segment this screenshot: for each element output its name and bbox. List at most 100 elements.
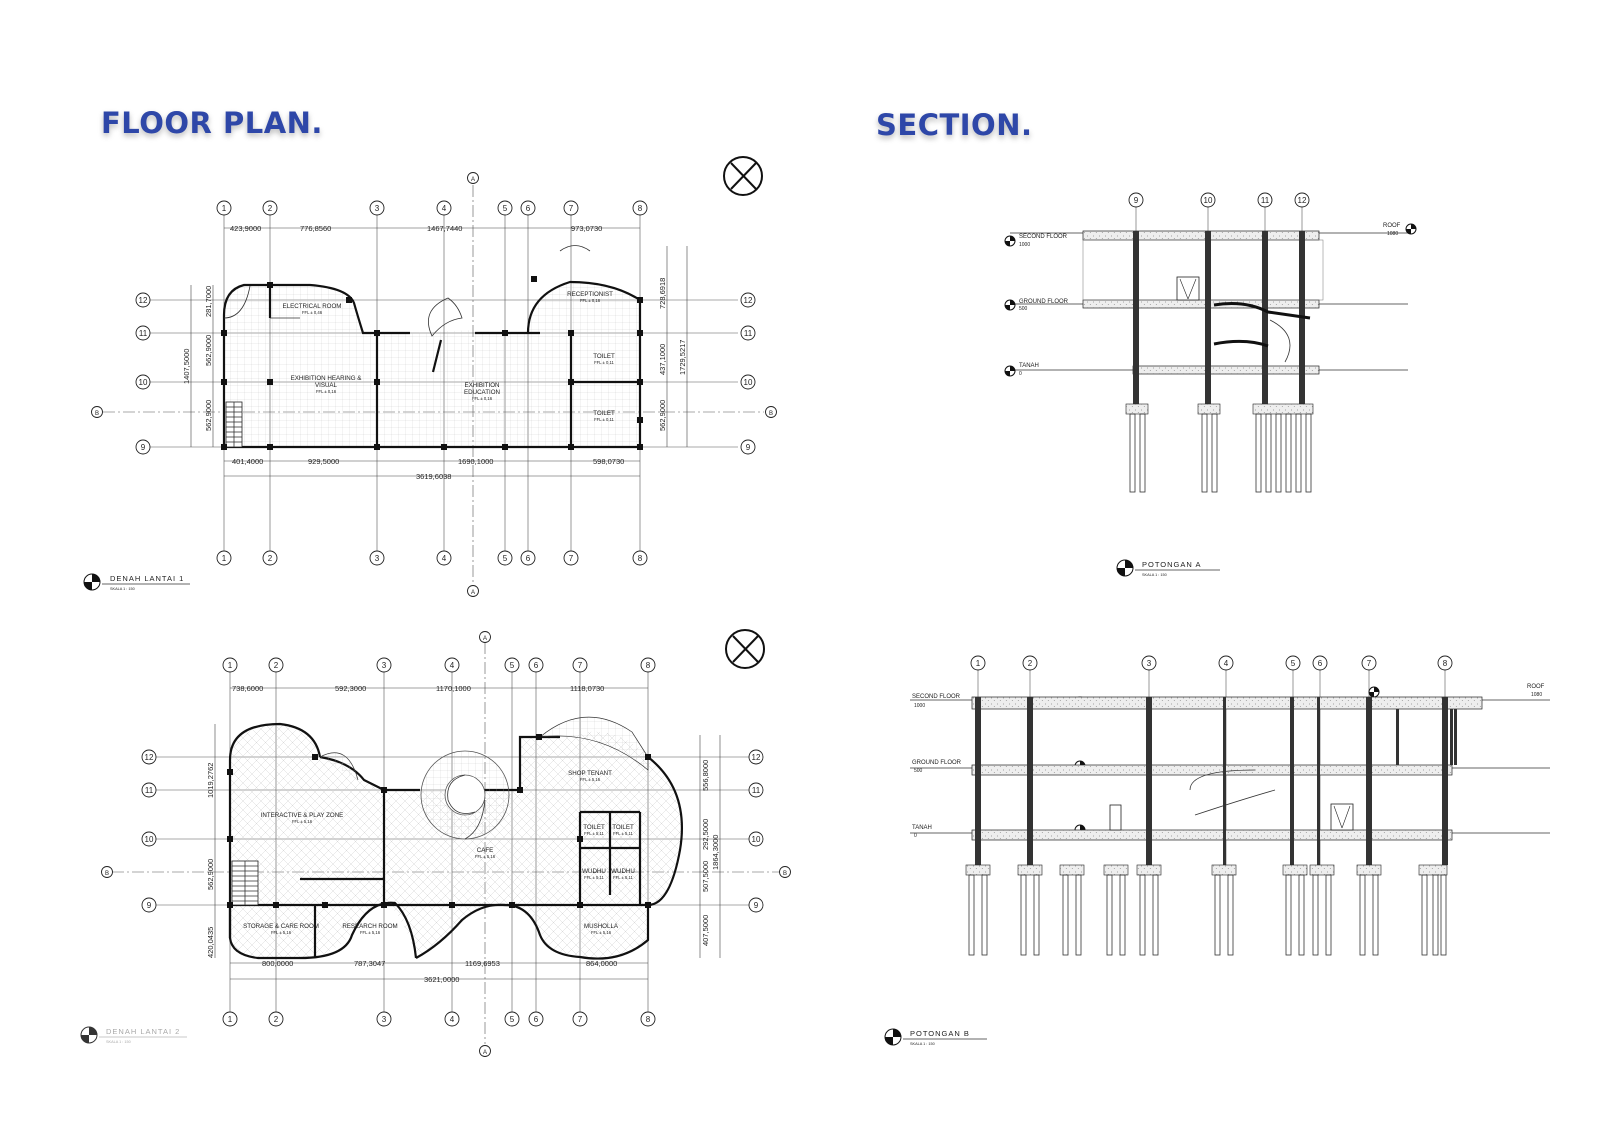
level-value: 1000 [1019, 242, 1030, 248]
room-ffl: FFL ± 5,16 [292, 819, 313, 824]
grid-bubble: 3 [1147, 659, 1152, 668]
level-label: GROUND FLOOR [1019, 299, 1069, 305]
grid-bubble: 1 [228, 661, 233, 670]
grid-bubble: 10 [1204, 196, 1213, 205]
north-arrow-icon [723, 156, 763, 196]
level-label: TANAH [1019, 363, 1039, 369]
room-label: WUDHU [611, 868, 635, 875]
grid-bubble: 8 [638, 204, 643, 213]
room-ffl: FFL ± 5,11 [613, 831, 633, 836]
section-a: 9 10 11 12 SECOND FLOOR 1000 GROUND FLOO… [1004, 192, 1417, 577]
grid-bubble: 4 [450, 1015, 455, 1024]
drawing-scale: SKALA 1 : 150 [1142, 573, 1167, 577]
section-b: 1 2 3 4 5 6 7 8 SECOND FLOOR 1000 GROUND… [884, 655, 1550, 1046]
dim-bottom: 1690,1000 [458, 457, 493, 466]
section-marker: B [769, 411, 773, 417]
grid-bubble: 1 [228, 1015, 233, 1024]
room-label: TOILET [612, 824, 634, 831]
grid-bubble: 4 [442, 554, 447, 563]
room-ffl: FFL ± 0,11 [594, 360, 614, 365]
room-label: CAFE [477, 847, 494, 854]
plan1-stair [225, 401, 243, 448]
grid-bubble: 4 [442, 204, 447, 213]
plan2-grid-bubbles: 1 2 3 4 5 6 7 8 1 2 3 4 5 6 7 8 12 11 10… [101, 631, 791, 1057]
grid-bubble: 11 [744, 329, 753, 338]
room-ffl: FFL ± 5,16 [271, 930, 292, 935]
grid-bubble: 3 [382, 661, 387, 670]
grid-bubble: 12 [752, 753, 761, 762]
grid-bubble: 8 [1443, 659, 1448, 668]
section-a-structure [1082, 230, 1324, 493]
grid-bubble: 2 [1028, 659, 1033, 668]
room-label: STORAGE & CARE ROOM [243, 923, 319, 930]
grid-bubble: 9 [754, 901, 759, 910]
dim-right: 437,1000 [658, 344, 667, 375]
section-b-structure [965, 696, 1483, 956]
dim-top: 776,8560 [300, 224, 331, 233]
room-ffl: FFL ± 0,16 [472, 396, 493, 401]
grid-bubble: 11 [1261, 196, 1270, 205]
plan1-dimensions: 423,9000 776,8560 1467,7440 973,0730 401… [182, 224, 688, 481]
section-marker: B [105, 871, 109, 877]
drawing-title: POTONGAN B [910, 1029, 970, 1038]
room-label: RESEARCH ROOM [342, 923, 397, 930]
grid-bubble: 1 [222, 204, 227, 213]
section-marker: B [95, 411, 99, 417]
grid-bubble: 11 [752, 786, 761, 795]
grid-bubble: 10 [139, 378, 148, 387]
dim-right: 292,5000 [701, 819, 710, 850]
room-label: INTERACTIVE & PLAY ZONE [261, 812, 344, 819]
dim-right: 407,5000 [701, 915, 710, 946]
drawing-scale: SKALA 1 : 150 [106, 1040, 131, 1044]
plan2-title-block: DENAH LANTAI 2 SKALA 1 : 150 [80, 1026, 187, 1044]
grid-bubble: 7 [1367, 659, 1372, 668]
dim-bottom: 864,0000 [586, 959, 617, 968]
dim-right: 728,6918 [658, 278, 667, 309]
grid-bubble: 10 [752, 835, 761, 844]
plan1-building [221, 245, 643, 450]
dim-right: 1864,3000 [711, 835, 720, 870]
room-ffl: FFL ± 5,16 [591, 930, 612, 935]
room-label: TOILET [593, 353, 615, 360]
dim-right: 1729,5217 [678, 340, 687, 375]
section-heading: SECTION. [876, 108, 1033, 142]
room-ffl: FFL ± 5,16 [580, 777, 601, 782]
grid-bubble: 8 [646, 661, 651, 670]
dim-top: 423,9000 [230, 224, 261, 233]
level-marker-icon [1004, 235, 1016, 247]
dim-bottom: 598,0730 [593, 457, 624, 466]
plan2-dimensions: 738,6000 592,3000 1170,1000 1118,0730 80… [206, 684, 721, 984]
dim-left: 281,7000 [204, 286, 213, 317]
dim-left: 420,0435 [206, 927, 215, 958]
room-label: WUDHU [582, 868, 606, 875]
level-label: ROOF [1527, 684, 1545, 690]
dim-top: 1170,1000 [436, 684, 471, 693]
grid-bubble: 12 [145, 753, 154, 762]
grid-bubble: 2 [274, 1015, 279, 1024]
drawing-title: DENAH LANTAI 1 [110, 574, 184, 583]
level-label: ROOF [1383, 223, 1401, 229]
dim-bottom: 929,5000 [308, 457, 339, 466]
level-marker-icon [1004, 299, 1016, 311]
grid-bubble: 1 [976, 659, 981, 668]
grid-bubble: 10 [145, 835, 154, 844]
grid-bubble: 2 [268, 554, 273, 563]
grid-bubble: 5 [503, 554, 508, 563]
grid-bubble: 12 [744, 296, 753, 305]
room-label-line2: VISUAL [315, 382, 338, 389]
dim-bottom: 401,4000 [232, 457, 263, 466]
section-marker: B [783, 871, 787, 877]
grid-bubble: 8 [646, 1015, 651, 1024]
drawing-scale: SKALA 1 : 150 [110, 587, 135, 591]
level-label: SECOND FLOOR [912, 694, 961, 700]
level-label: SECOND FLOOR [1019, 234, 1068, 240]
plan-second-floor: INTERACTIVE & PLAY ZONE FFL ± 5,16 SHOP … [80, 629, 791, 1057]
plan1-grid-bubbles: 1 2 3 4 5 6 7 8 1 2 3 4 5 6 7 8 12 11 10… [91, 172, 777, 597]
room-label: MUSHOLLA [584, 923, 619, 930]
drawing-title: POTONGAN A [1142, 560, 1201, 569]
plan-ground-floor: ELECTRICAL ROOM FFL ± 0,46 RECEPTIONIST … [83, 156, 777, 597]
dim-top: 738,6000 [232, 684, 263, 693]
plan2-room-labels: INTERACTIVE & PLAY ZONE FFL ± 5,16 SHOP … [243, 770, 635, 935]
grid-bubble: 3 [375, 204, 380, 213]
section-marker: A [483, 1050, 487, 1056]
